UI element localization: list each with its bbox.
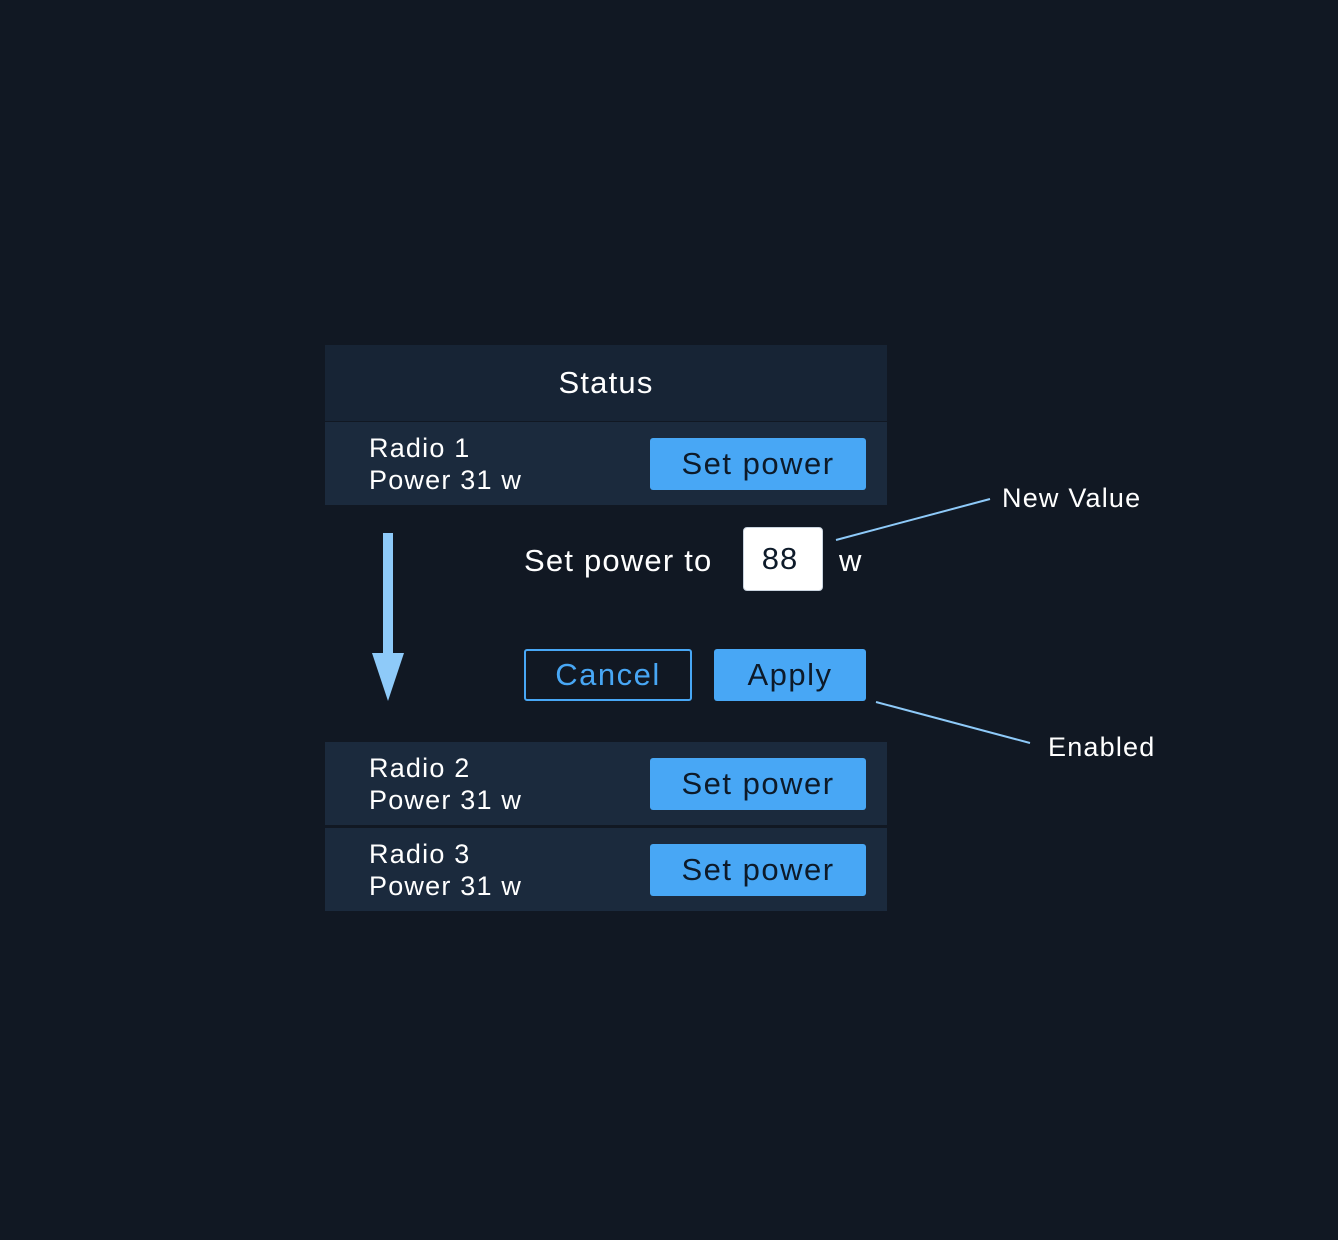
radio-power: Power 31 w — [369, 465, 523, 495]
radio-power: Power 31 w — [369, 871, 523, 901]
new-value-annotation: New Value — [1002, 483, 1142, 513]
radio-info: Radio 1 Power 31 w — [369, 432, 522, 496]
set-power-button-radio-2[interactable]: Set power — [650, 758, 866, 810]
radio-row-3: Radio 3 Power 31 w Set power — [325, 828, 887, 911]
radio-info: Radio 3 Power 31 w — [369, 838, 522, 902]
page-title: Status — [558, 365, 654, 400]
power-unit-label: w — [839, 543, 863, 578]
radio-name: Radio 3 — [369, 839, 471, 869]
power-value-input[interactable] — [743, 527, 823, 591]
enabled-annotation: Enabled — [1048, 732, 1156, 762]
set-power-button-radio-1[interactable]: Set power — [650, 438, 866, 490]
apply-button[interactable]: Apply — [714, 649, 866, 701]
radio-name: Radio 1 — [369, 433, 471, 463]
arrow-down-icon — [372, 533, 404, 701]
set-power-label: Set power to — [524, 543, 713, 578]
set-power-button-radio-3[interactable]: Set power — [650, 844, 866, 896]
radio-name: Radio 2 — [369, 753, 471, 783]
new-value-callout-line — [835, 498, 991, 541]
radio-power: Power 31 w — [369, 785, 523, 815]
enabled-callout-line — [875, 701, 1031, 744]
radio-row-1: Radio 1 Power 31 w Set power — [325, 422, 887, 505]
status-header: Status — [325, 345, 887, 421]
radio-info: Radio 2 Power 31 w — [369, 752, 522, 816]
cancel-button[interactable]: Cancel — [524, 649, 692, 701]
radio-row-2: Radio 2 Power 31 w Set power — [325, 742, 887, 825]
